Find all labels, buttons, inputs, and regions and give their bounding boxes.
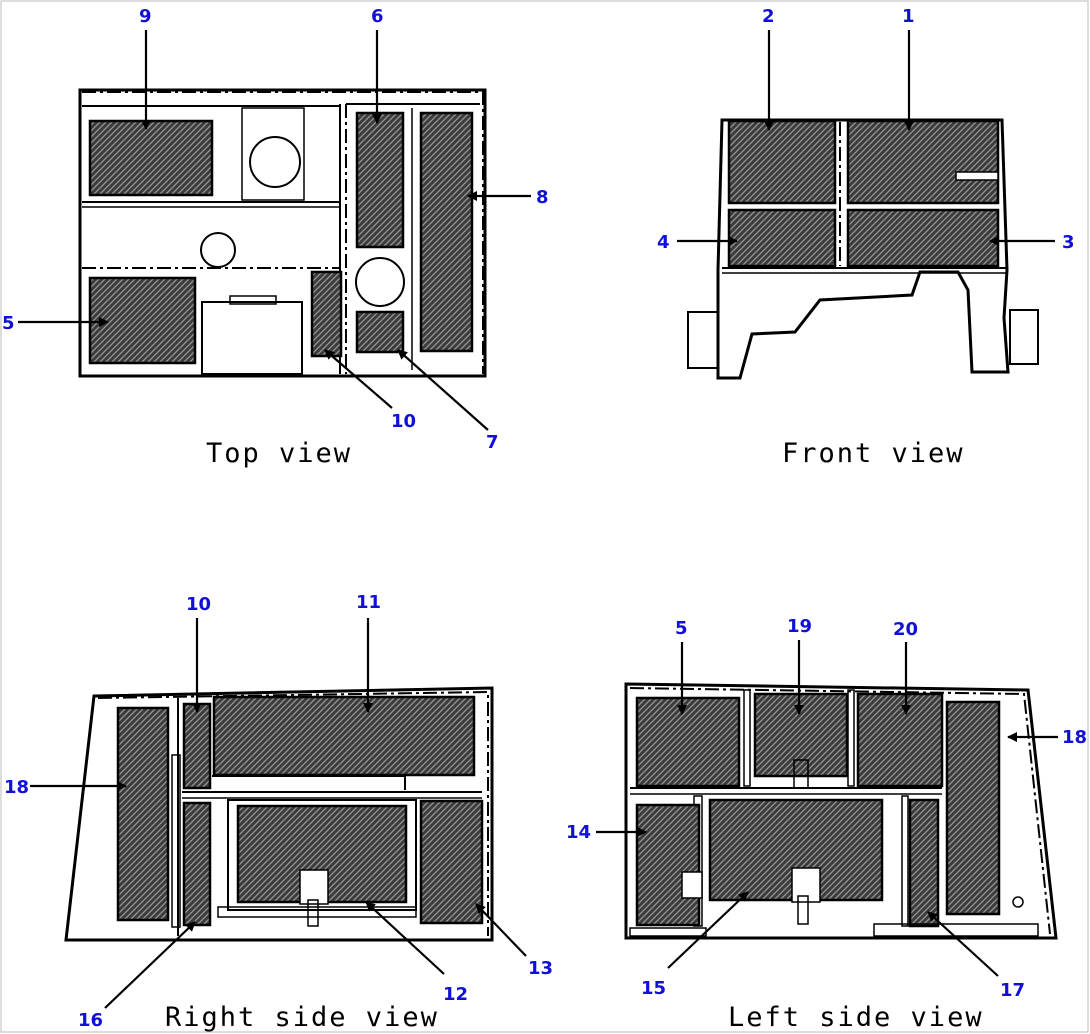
callout-front-2: 2 (762, 6, 775, 27)
pad-15-left (708, 798, 884, 902)
pad-5-left (635, 696, 741, 788)
left-side-view: 5 19 20 18 14 15 17 Left side view (566, 616, 1087, 1033)
pad-11-right (212, 695, 476, 777)
caption-front-view: Front view (782, 438, 965, 469)
pad-7-top (355, 310, 405, 354)
pad-4-front (727, 208, 837, 268)
pad-20-left (856, 692, 944, 788)
callout-top-8: 8 (536, 187, 549, 208)
callout-top-7: 7 (486, 432, 499, 453)
pad-17-left (908, 798, 940, 928)
pad-14-left (635, 803, 701, 927)
pad-13-right (419, 799, 484, 925)
callout-left-19: 19 (787, 616, 812, 637)
top-view: 9 6 8 5 10 7 Top view (2, 6, 549, 469)
callout-top-10: 10 (391, 411, 416, 432)
callout-front-1: 1 (902, 6, 915, 27)
pad-3-front (846, 208, 1000, 268)
pad-1-front (846, 119, 1000, 205)
callout-right-10: 10 (186, 594, 211, 615)
callout-top-9: 9 (139, 6, 152, 27)
callout-right-13: 13 (528, 958, 553, 979)
pad-18-left (945, 700, 1001, 916)
callout-right-12: 12 (443, 984, 468, 1005)
pad-2-front (727, 119, 837, 205)
caption-top-view: Top view (206, 438, 352, 469)
callout-right-16: 16 (78, 1010, 103, 1031)
callout-left-5: 5 (675, 618, 688, 639)
callout-left-15: 15 (641, 978, 666, 999)
callout-top-5: 5 (2, 313, 15, 334)
pad-10-right (182, 702, 212, 790)
pad-6-top (355, 111, 405, 249)
callout-right-18: 18 (4, 777, 29, 798)
caption-left-side-view: Left side view (728, 1002, 984, 1033)
callout-left-20: 20 (893, 619, 918, 640)
callout-top-6: 6 (371, 6, 384, 27)
front-view: 2 1 4 3 Front view (657, 6, 1075, 469)
pad-18-right (116, 706, 170, 922)
pad-5-top (88, 276, 197, 365)
caption-right-side-view: Right side view (165, 1002, 439, 1033)
callout-front-4: 4 (657, 232, 670, 253)
callout-front-3: 3 (1062, 232, 1075, 253)
callout-left-18: 18 (1062, 727, 1087, 748)
callout-left-17: 17 (1000, 980, 1025, 1001)
callout-left-14: 14 (566, 822, 591, 843)
pad-9-top (88, 119, 214, 197)
pad-16-right (182, 801, 212, 927)
pad-10-top (310, 270, 343, 358)
callout-right-11: 11 (356, 592, 381, 613)
right-side-view: 10 11 18 16 12 13 Right side view (4, 592, 553, 1033)
pad-19-left (753, 692, 849, 778)
pad-8-top (419, 111, 474, 353)
